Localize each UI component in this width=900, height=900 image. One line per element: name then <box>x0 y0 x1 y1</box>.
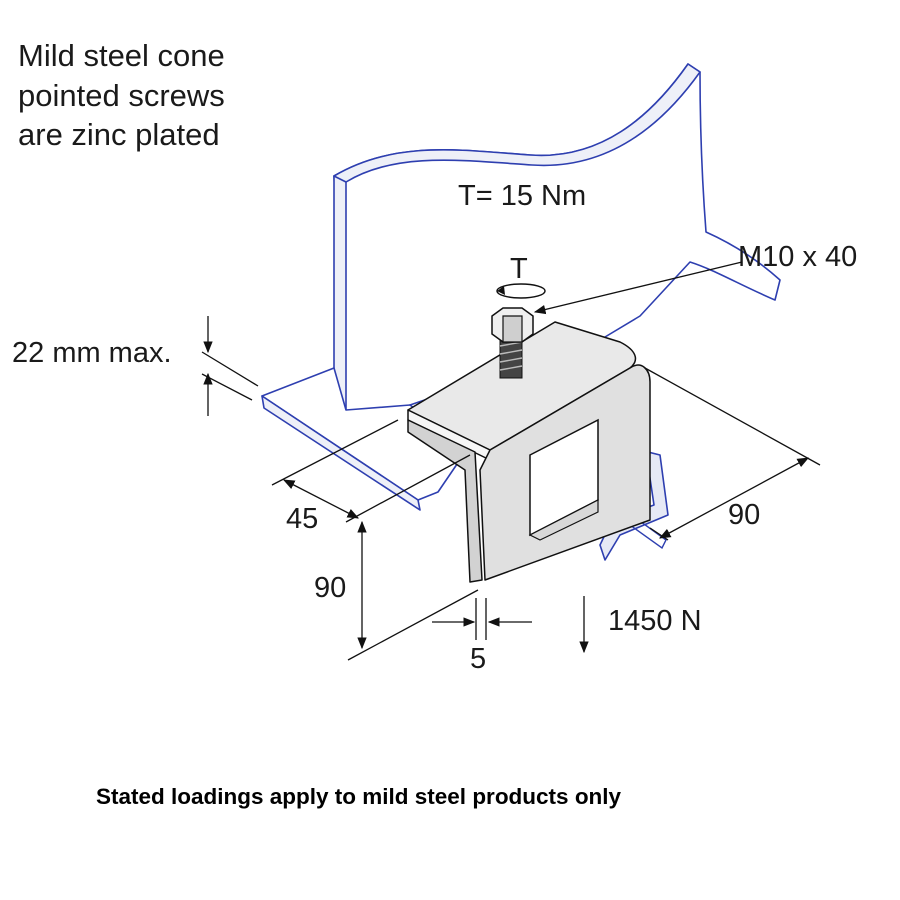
bolt-leader <box>533 261 743 315</box>
width-dimension: 45 <box>271 419 471 535</box>
gap-label: 5 <box>470 643 486 675</box>
width-label: 45 <box>286 503 318 535</box>
bolt <box>491 307 534 379</box>
load-label: 1450 N <box>608 605 702 637</box>
flange-thickness-label: 22 mm max. <box>12 337 172 369</box>
beam-web-curl <box>333 63 701 183</box>
width-ext-1 <box>271 419 399 486</box>
note-line-3: are zinc plated <box>18 117 220 152</box>
footer-note: Stated loadings apply to mild steel prod… <box>96 784 622 809</box>
flange-thickness-dimension: 22 mm max. <box>12 316 259 416</box>
height-label: 90 <box>314 572 346 604</box>
flange-thickness-ext-2 <box>201 373 253 401</box>
steel-beam <box>261 63 781 511</box>
width-ext-2 <box>345 454 471 523</box>
load-indicator: 1450 N <box>579 596 702 654</box>
length-dim-line <box>658 457 810 539</box>
note-line-1: Mild steel cone <box>18 38 225 73</box>
height-ext-bottom <box>347 589 479 661</box>
torque-label: T= 15 Nm <box>458 180 586 212</box>
width-dim-line <box>282 479 360 519</box>
bolt-head-face <box>502 315 523 343</box>
note-line-2: pointed screws <box>18 78 225 113</box>
beam-clamp <box>407 321 651 583</box>
gap-dimension: 5 <box>432 598 532 675</box>
length-ext-1 <box>644 367 821 466</box>
flange-thickness-ext-1 <box>201 351 259 387</box>
beam-flange-edge <box>261 395 421 511</box>
torque-symbol: T <box>510 253 528 285</box>
torque-indicator: T <box>496 253 546 299</box>
length-label: 90 <box>728 499 760 531</box>
bolt-label: M10 x 40 <box>738 241 857 273</box>
clamp-web <box>407 419 483 583</box>
length-ext-2 <box>649 527 669 541</box>
torque-arrow-icon <box>497 286 505 295</box>
clamp-window-inner <box>528 499 599 541</box>
length-dimension: 90 <box>644 367 821 541</box>
height-dimension: 90 <box>314 520 479 661</box>
bolt-thread-lines <box>499 341 523 371</box>
